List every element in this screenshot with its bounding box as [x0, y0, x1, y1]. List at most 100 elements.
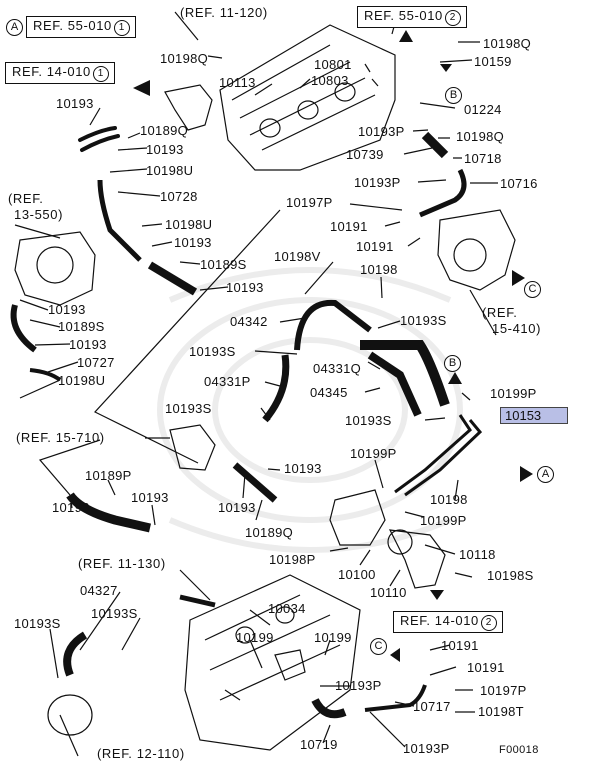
part-label-10739[interactable]: 10739 — [346, 147, 384, 162]
part-label-01224[interactable]: 01224 — [464, 102, 502, 117]
part-label-10153-highlighted[interactable]: 10153 — [500, 407, 568, 424]
hose-10189s-left — [10, 304, 37, 353]
part-label-10189q[interactable]: 10189Q — [140, 123, 189, 138]
part-label-10193s-f[interactable]: 10193S — [14, 616, 61, 631]
part-label-04331p[interactable]: 04331P — [204, 374, 251, 389]
part-label-10193-i[interactable]: 10193 — [218, 500, 256, 515]
arrow-b-top — [440, 64, 452, 72]
part-label-10197p-b[interactable]: 10197P — [480, 683, 527, 698]
part-label-10199-a[interactable]: 10199 — [236, 630, 274, 645]
thermostat-housing-10100 — [329, 489, 386, 546]
part-label-10199p-b[interactable]: 10199P — [350, 446, 397, 461]
part-label-10189s[interactable]: 10189S — [200, 257, 247, 272]
part-label-10159[interactable]: 10159 — [474, 54, 512, 69]
part-label-10113[interactable]: 10113 — [219, 75, 256, 90]
part-label-10198u-b[interactable]: 10198U — [165, 217, 213, 232]
part-label-10199p[interactable]: 10199P — [490, 386, 537, 401]
part-label-10198s[interactable]: 10198S — [487, 568, 534, 583]
part-label-10198q-b[interactable]: 10198Q — [483, 36, 532, 51]
arrow-14-010-2 — [430, 590, 444, 600]
part-label-10193-a[interactable]: 10193 — [56, 96, 94, 111]
part-label-10191-d[interactable]: 10191 — [467, 660, 505, 675]
part-label-04342[interactable]: 04342 — [230, 314, 268, 329]
ref-13-550-line2[interactable]: 13-550) — [14, 207, 64, 222]
arrow-c-bottom — [390, 648, 400, 662]
part-label-10189q-b[interactable]: 10189Q — [245, 525, 294, 540]
part-label-10193p[interactable]: 10193P — [358, 124, 405, 139]
part-label-10193s-b[interactable]: 10193S — [189, 344, 236, 359]
part-label-10717[interactable]: 10717 — [413, 699, 451, 714]
pipe-10727 — [29, 368, 62, 382]
ref-15-410-line1[interactable]: (REF. — [482, 305, 518, 320]
part-label-10189s-b[interactable]: 10189S — [58, 319, 105, 334]
part-label-10193p-c[interactable]: 10193P — [335, 678, 382, 693]
part-label-10191-a[interactable]: 10191 — [330, 219, 368, 234]
hose-10718 — [421, 131, 449, 159]
part-label-10193p-b[interactable]: 10193P — [354, 175, 401, 190]
part-label-10193-d[interactable]: 10193 — [226, 280, 264, 295]
figure-code: F00018 — [499, 744, 539, 756]
part-label-10728[interactable]: 10728 — [160, 189, 198, 204]
part-label-10193-b[interactable]: 10193 — [146, 142, 184, 157]
ref-12-110[interactable]: (REF. 12-110) — [97, 746, 185, 761]
part-label-10716[interactable]: 10716 — [500, 176, 538, 191]
part-label-10191-c[interactable]: 10191 — [441, 638, 479, 653]
hose-04331p — [262, 354, 290, 423]
part-label-10803[interactable]: 10803 — [311, 73, 349, 88]
part-label-10801[interactable]: 10801 — [314, 57, 352, 72]
circle-b-mid: B — [444, 355, 461, 372]
part-label-10727[interactable]: 10727 — [77, 355, 115, 370]
part-label-10198q-c[interactable]: 10198Q — [456, 129, 505, 144]
part-label-10718[interactable]: 10718 — [464, 151, 502, 166]
part-label-10198[interactable]: 10198 — [360, 262, 398, 277]
part-label-10193p-d[interactable]: 10193P — [403, 741, 450, 756]
hose-04331q — [360, 340, 450, 407]
part-label-04345[interactable]: 04345 — [310, 385, 348, 400]
part-label-04331q[interactable]: 04331Q — [313, 361, 362, 376]
part-label-10193-c[interactable]: 10193 — [174, 235, 212, 250]
part-label-10719[interactable]: 10719 — [300, 737, 338, 752]
ref-11-130[interactable]: (REF. 11-130) — [78, 556, 166, 571]
part-label-10191-b[interactable]: 10191 — [356, 239, 394, 254]
part-label-10198v[interactable]: 10198V — [274, 249, 321, 264]
hose-04327 — [63, 631, 88, 677]
ref-number-circle: 1 — [113, 20, 130, 36]
part-label-10118[interactable]: 10118 — [459, 547, 496, 562]
part-label-10193-f[interactable]: 10193 — [69, 337, 107, 352]
part-label-10199p-c[interactable]: 10199P — [420, 513, 467, 528]
part-label-10197p[interactable]: 10197P — [286, 195, 333, 210]
part-label-10198u-c[interactable]: 10198U — [58, 373, 106, 388]
part-label-10198p[interactable]: 10198P — [269, 552, 316, 567]
ref-15-410-line2[interactable]: 15-410) — [492, 321, 542, 336]
part-label-10199-b[interactable]: 10199 — [314, 630, 352, 645]
part-label-10198t[interactable]: 10198T — [478, 704, 524, 719]
part-label-04327[interactable]: 04327 — [80, 583, 118, 598]
part-label-10110[interactable]: 10110 — [370, 585, 407, 600]
hose-10719 — [311, 698, 347, 719]
arrow-c-right — [512, 270, 525, 286]
part-label-10193-g[interactable]: 10193 — [284, 461, 322, 476]
part-label-10198u[interactable]: 10198U — [146, 163, 194, 178]
part-label-10193-h[interactable]: 10193 — [131, 490, 169, 505]
part-label-10100[interactable]: 10100 — [338, 567, 376, 582]
ref-11-120[interactable]: (REF. 11-120) — [180, 5, 268, 20]
part-label-10198q[interactable]: 10198Q — [160, 51, 209, 66]
part-label-10189p[interactable]: 10189P — [85, 468, 132, 483]
cylinder-head — [219, 24, 396, 171]
ref-55-010-1-text: REF. 55-010 — [33, 18, 112, 33]
part-label-10034[interactable]: 10034 — [268, 601, 306, 616]
part-label-10198-b[interactable]: 10198 — [430, 492, 468, 507]
part-label-10193s-e[interactable]: 10193S — [91, 606, 138, 621]
part-label-10193s-d[interactable]: 10193S — [345, 413, 392, 428]
pipe-10728 — [97, 179, 142, 262]
part-label-10193s-a[interactable]: 10193S — [400, 313, 447, 328]
part-label-10193-e[interactable]: 10193 — [48, 302, 86, 317]
part-label-10193s-c[interactable]: 10193S — [165, 401, 212, 416]
part-label-10193-j[interactable]: 10193 — [52, 500, 90, 515]
ref-13-550-line1[interactable]: (REF. — [8, 191, 44, 206]
ref-15-710[interactable]: (REF. 15-710) — [16, 430, 105, 445]
